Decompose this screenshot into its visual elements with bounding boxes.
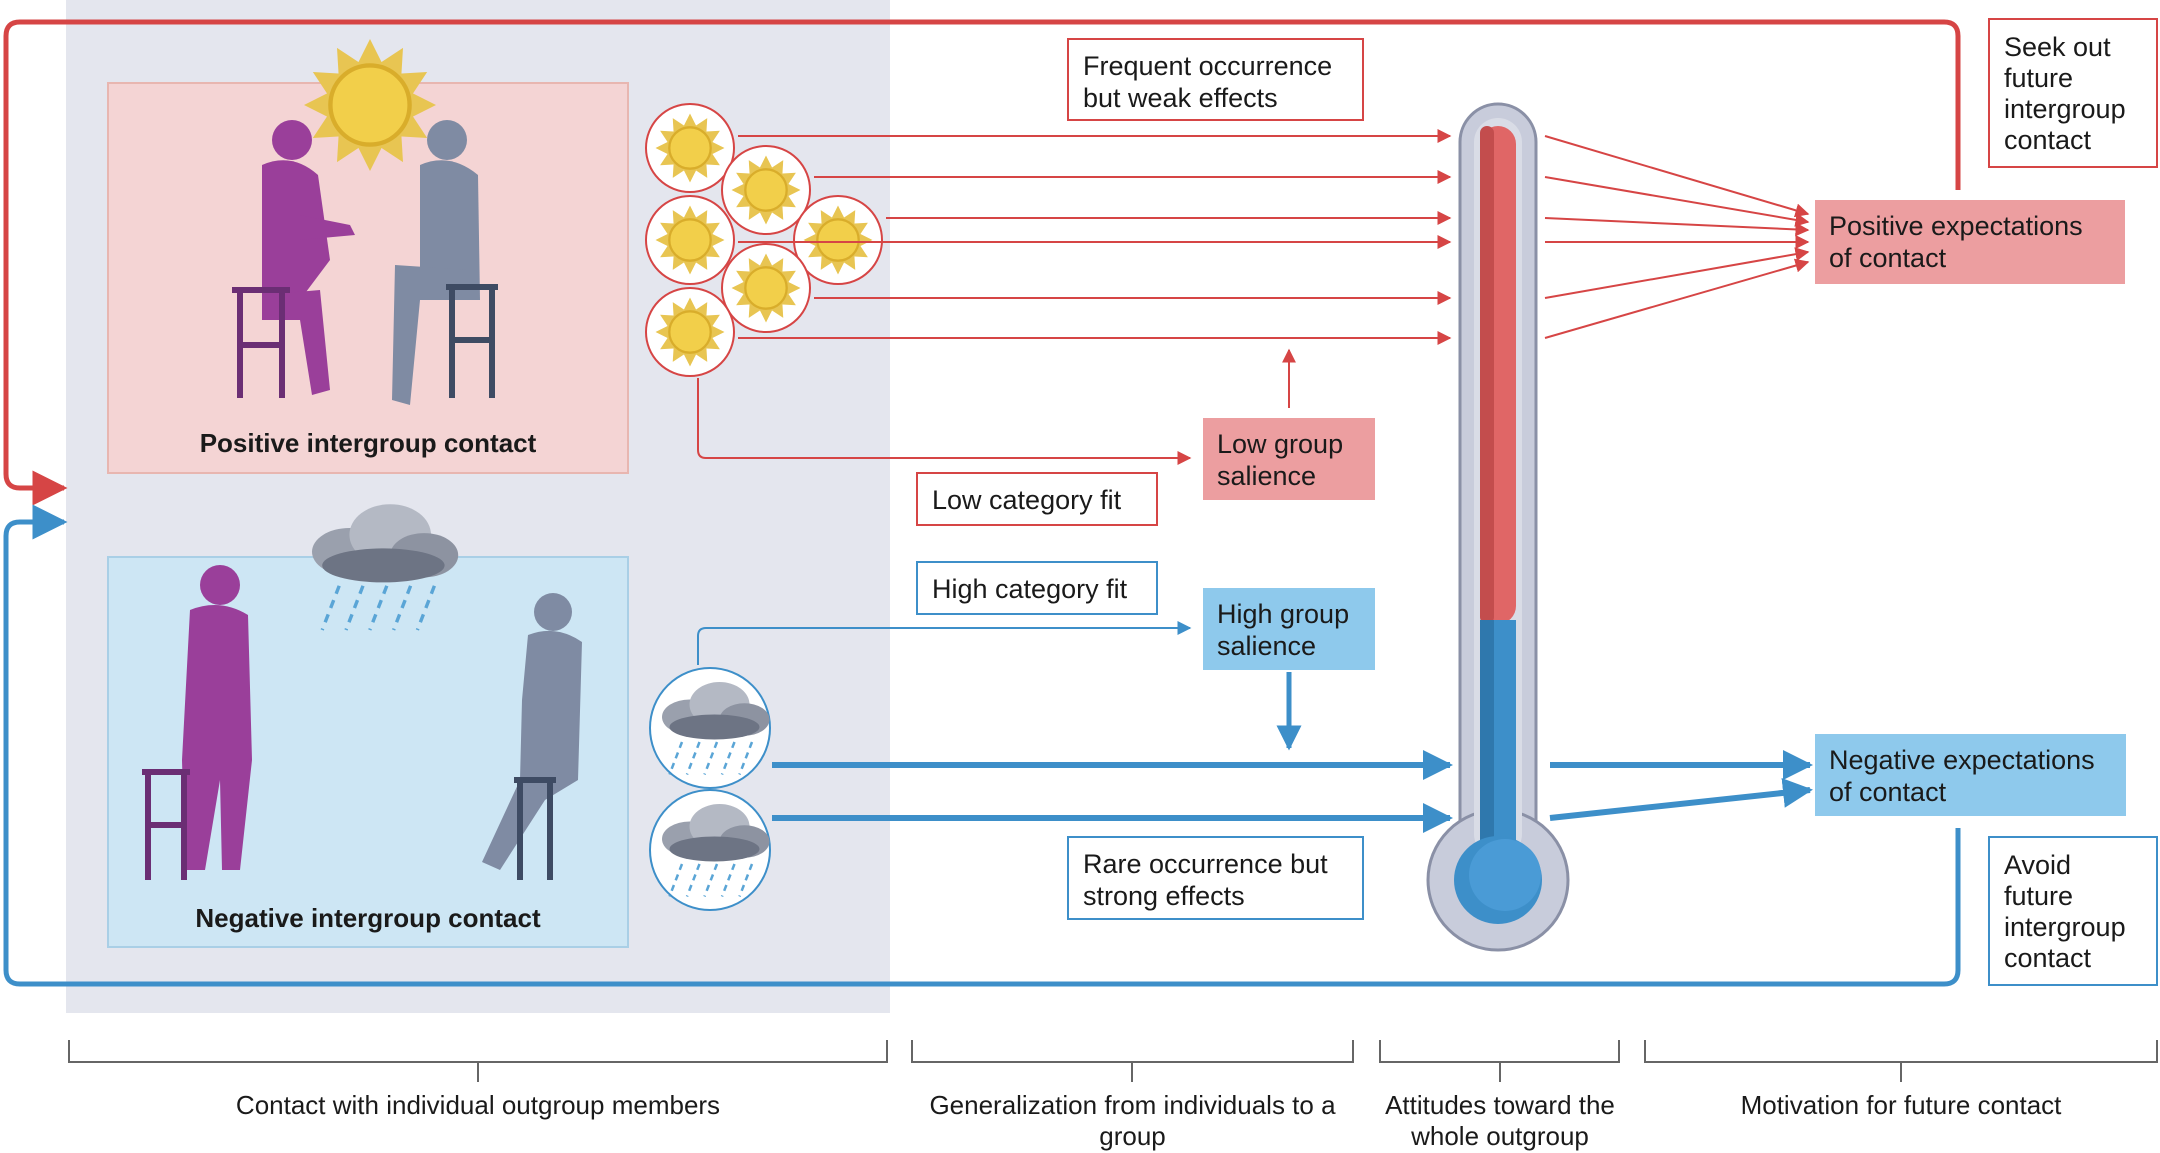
low-fit-connector: [697, 378, 1192, 465]
negative-expectations-box: Negative expectations of contact: [1815, 734, 2126, 816]
positive-scene-illustration: [232, 39, 498, 405]
negative-contact-clouds: [649, 667, 771, 911]
axis-brackets: [68, 1040, 2158, 1082]
negative-expectation-arrows: [1549, 750, 1813, 821]
gray-stool-leaning: [514, 777, 556, 880]
low-category-fit-box: Low category fit: [916, 472, 1158, 526]
axis-label-contact: Contact with individual outgroup members: [235, 1090, 721, 1120]
cloud-circle-2: [649, 789, 771, 911]
axis-label-generalization: Generalization from individuals to a gro…: [929, 1090, 1336, 1151]
positive-generalization-arrows: [738, 129, 1452, 345]
positive-contact-label: Positive intergroup contact: [199, 428, 537, 458]
purple-stool-standing: [142, 769, 190, 880]
axis-label-motivation: Motivation for future contact: [1740, 1090, 2062, 1120]
purple-person-standing: [182, 565, 252, 870]
positive-expectation-arrows: [1544, 135, 1810, 339]
frequent-occurrence-box: Frequent occurrence but weak effects: [1067, 38, 1364, 121]
gray-stool: [446, 284, 498, 398]
positive-feedback-loop: [3, 19, 1961, 506]
attitude-thermometer: [1426, 102, 1570, 952]
high-fit-connector: [697, 621, 1192, 665]
negative-scene-illustration: [142, 502, 582, 880]
axis-label-attitudes: Attitudes toward the whole outgroup: [1385, 1090, 1615, 1151]
negative-feedback-loop: [3, 504, 1961, 987]
sun-circle-2: [721, 145, 811, 235]
high-group-salience-box: High group salience: [1203, 588, 1375, 670]
gray-person-leaning: [482, 593, 582, 870]
seek-contact-box: Seek out future intergroup contact: [1988, 18, 2158, 168]
sun-circle-6: [645, 287, 735, 377]
high-category-fit-box: High category fit: [916, 561, 1158, 615]
positive-expectations-box: Positive expectations of contact: [1815, 200, 2125, 284]
negative-generalization-arrows: [772, 750, 1453, 833]
sun-circle-5: [721, 243, 811, 333]
purple-stool: [232, 287, 290, 398]
sun-circle-3: [645, 195, 735, 285]
positive-contact-suns: [645, 103, 883, 377]
low-group-salience-box: Low group salience: [1203, 418, 1375, 500]
cloud-circle-1: [649, 667, 771, 789]
negative-contact-label: Negative intergroup contact: [195, 903, 541, 933]
sun-circle-1: [645, 103, 735, 193]
avoid-contact-box: Avoid future intergroup contact: [1988, 836, 2158, 986]
sun-circle-4: [793, 195, 883, 285]
rare-occurrence-box: Rare occurrence but strong effects: [1067, 836, 1364, 920]
